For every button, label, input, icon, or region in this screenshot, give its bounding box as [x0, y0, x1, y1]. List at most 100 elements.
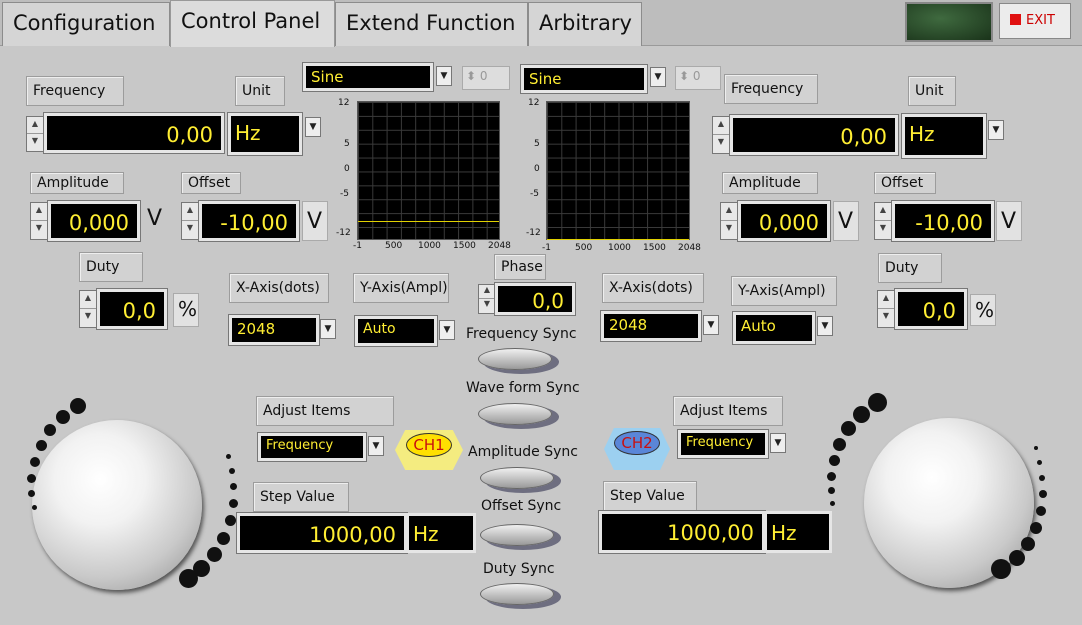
ch2-y-tick: 0 [534, 164, 540, 174]
ch1-trace-line [358, 221, 499, 222]
increment-icon[interactable]: ▲ [479, 285, 495, 299]
chevron-down-icon[interactable]: ▼ [817, 316, 833, 336]
ch1-amplitude-display[interactable]: 0,000 [48, 201, 140, 241]
knob-marker [28, 490, 35, 497]
ch2-unit-select[interactable]: Hz [902, 114, 986, 158]
knob-marker [229, 468, 235, 474]
ch1-badge[interactable]: CH1 [395, 430, 463, 470]
decrement-icon[interactable]: ▼ [879, 223, 887, 232]
decrement-icon[interactable]: ▼ [31, 136, 39, 145]
ch1-adjust-items-select[interactable]: Frequency [258, 433, 366, 461]
decrement-icon[interactable]: ▼ [84, 311, 92, 320]
ch2-duty-display[interactable]: 0,0 [895, 289, 967, 329]
ch2-offset-unit: V [996, 201, 1022, 241]
ch2-amplitude-display[interactable]: 0,000 [738, 201, 830, 241]
decrement-icon[interactable]: ▼ [483, 299, 491, 308]
ch1-amplitude-unit: V [147, 206, 163, 231]
chevron-down-icon[interactable]: ▼ [988, 120, 1004, 140]
ch1-amplitude-stepper[interactable]: ▲▼ [30, 202, 48, 240]
frequency-sync-label: Frequency Sync [466, 326, 577, 342]
offset-sync-toggle[interactable] [480, 524, 554, 546]
ch1-counter[interactable]: ⬍ 0 [462, 66, 510, 90]
ch2-x-tick: -1 [542, 243, 551, 253]
ch2-step-value-display[interactable]: 1000,00 [599, 511, 765, 553]
ch2-x-tick: 500 [575, 243, 593, 253]
increment-icon[interactable]: ▲ [875, 203, 891, 221]
increment-icon[interactable]: ▲ [27, 117, 43, 134]
tab-arbitrary[interactable]: Arbitrary [528, 2, 642, 46]
knob-marker [830, 501, 835, 506]
knob-marker [225, 515, 236, 526]
ch2-xaxis-select[interactable]: 2048 [601, 311, 701, 341]
decrement-icon[interactable]: ▼ [725, 223, 733, 232]
increment-icon[interactable]: ▲ [713, 117, 729, 135]
ch1-adjust-knob[interactable] [32, 420, 202, 590]
tab-configuration[interactable]: Configuration [2, 2, 170, 46]
decrement-icon[interactable]: ▼ [882, 311, 890, 320]
increment-icon[interactable]: ▲ [182, 203, 198, 221]
increment-icon[interactable]: ▲ [721, 203, 737, 221]
ch1-amplitude-label: Amplitude [30, 172, 124, 194]
decrement-icon[interactable]: ▼ [35, 223, 43, 232]
knob-marker [991, 559, 1011, 579]
ch2-amplitude-label: Amplitude [722, 172, 818, 194]
chevron-down-icon[interactable]: ▼ [305, 117, 321, 137]
ch2-counter-value: 0 [692, 69, 701, 83]
ch2-waveform-select[interactable]: Sine [521, 65, 647, 93]
ch2-amplitude-stepper[interactable]: ▲▼ [720, 202, 738, 240]
ch1-duty-stepper[interactable]: ▲▼ [79, 290, 97, 328]
ch1-adjust-items-label: Adjust Items [256, 396, 394, 426]
ch2-duty-stepper[interactable]: ▲▼ [877, 290, 895, 328]
tab-extend-function[interactable]: Extend Function [335, 2, 528, 46]
ch2-offset-display[interactable]: -10,00 [892, 201, 994, 241]
ch1-y-tick: -12 [336, 228, 351, 238]
ch2-frequency-display[interactable]: 0,00 [730, 115, 898, 155]
knob-marker [1034, 446, 1038, 450]
tab-control-panel[interactable]: Control Panel [170, 0, 335, 47]
duty-sync-toggle[interactable] [480, 583, 554, 605]
ch2-badge[interactable]: CH2 [604, 428, 670, 470]
ch2-frequency-stepper[interactable]: ▲▼ [712, 116, 730, 154]
decrement-icon[interactable]: ▼ [717, 137, 725, 146]
phase-stepper[interactable]: ▲▼ [478, 284, 496, 314]
ch2-y-tick: 12 [528, 98, 540, 108]
chevron-down-icon[interactable]: ▼ [770, 433, 786, 453]
chevron-down-icon[interactable]: ▼ [650, 67, 666, 87]
decrement-icon[interactable]: ▼ [186, 223, 194, 232]
ch1-xaxis-select[interactable]: 2048 [229, 315, 319, 345]
ch2-offset-stepper[interactable]: ▲▼ [874, 202, 892, 240]
ch1-y-tick: -5 [340, 189, 349, 199]
frequency-sync-toggle[interactable] [478, 348, 552, 370]
chevron-down-icon[interactable]: ▼ [368, 436, 384, 456]
ch1-y-tick: 12 [338, 98, 350, 108]
ch1-unit-select[interactable]: Hz [228, 113, 302, 155]
ch1-step-value-display[interactable]: 1000,00 [237, 513, 407, 553]
increment-icon[interactable]: ▲ [878, 291, 894, 309]
ch1-step-unit: Hz [406, 513, 476, 553]
amplitude-sync-toggle[interactable] [480, 467, 554, 489]
ch1-yaxis-select[interactable]: Auto [355, 316, 437, 346]
increment-icon[interactable]: ▲ [80, 291, 96, 309]
waveform-sync-label: Wave form Sync [466, 380, 580, 396]
exit-button[interactable]: EXIT [999, 3, 1071, 39]
chevron-down-icon[interactable]: ▼ [436, 66, 452, 86]
ch2-counter[interactable]: ⬍ 0 [675, 66, 721, 90]
ch1-duty-display[interactable]: 0,0 [97, 289, 167, 329]
ch1-offset-stepper[interactable]: ▲▼ [181, 202, 199, 240]
ch1-offset-label: Offset [181, 172, 241, 194]
ch1-waveform-select[interactable]: Sine [303, 63, 433, 91]
ch2-adjust-items-select[interactable]: Frequency [678, 430, 768, 458]
waveform-sync-toggle[interactable] [478, 403, 552, 425]
chevron-down-icon[interactable]: ▼ [320, 319, 336, 339]
ch1-frequency-display[interactable]: 0,00 [44, 113, 224, 153]
phase-display[interactable]: 0,0 [495, 283, 575, 315]
chevron-down-icon[interactable]: ▼ [703, 315, 719, 335]
ch2-step-unit: Hz [764, 511, 832, 553]
ch2-yaxis-label: Y-Axis(Ampl) [731, 276, 837, 306]
knob-marker [56, 410, 70, 424]
ch1-frequency-stepper[interactable]: ▲▼ [26, 116, 44, 152]
chevron-down-icon[interactable]: ▼ [439, 320, 455, 340]
ch1-offset-display[interactable]: -10,00 [199, 201, 299, 241]
increment-icon[interactable]: ▲ [31, 203, 47, 221]
ch2-yaxis-select[interactable]: Auto [733, 312, 815, 344]
